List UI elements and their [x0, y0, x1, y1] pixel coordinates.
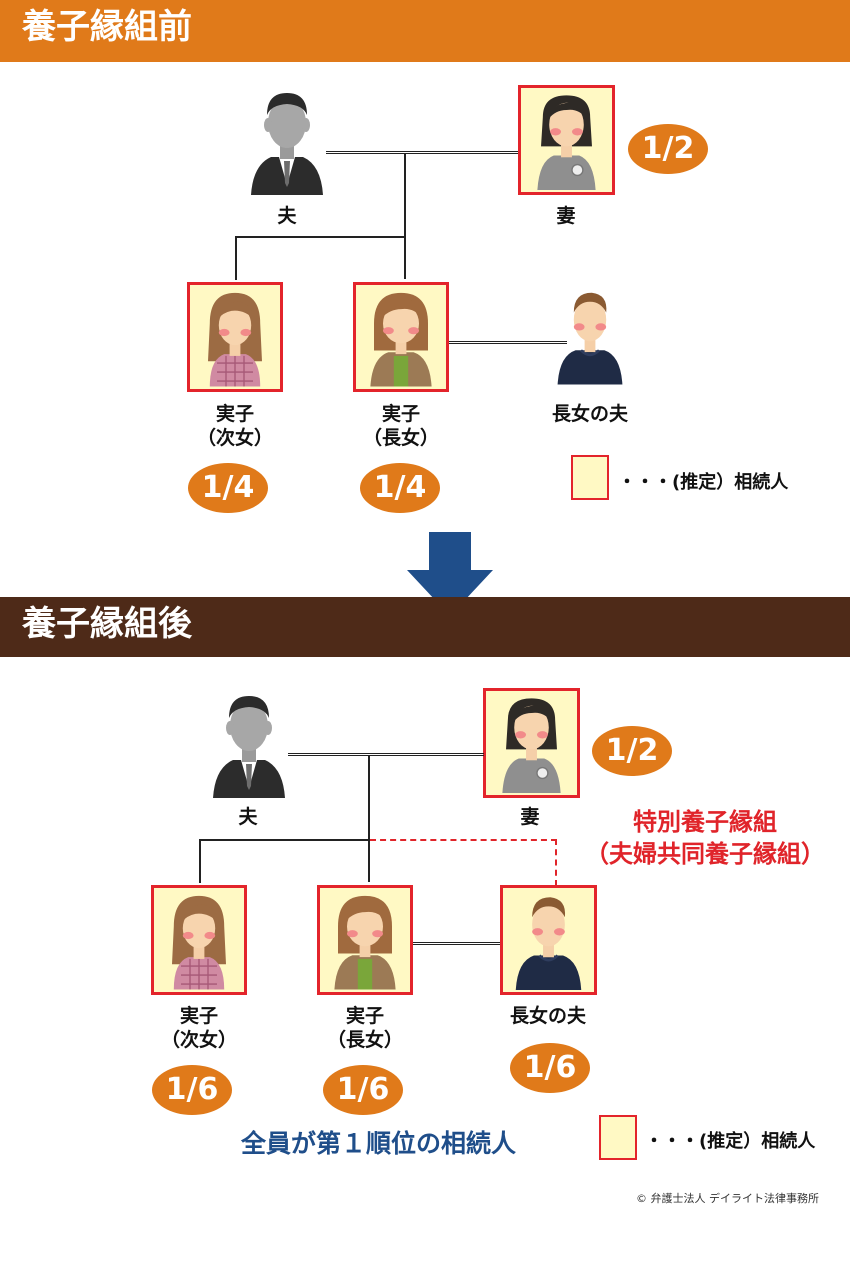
before-wife-label: 妻: [556, 205, 576, 227]
special-adoption-line1: 特別養子縁組: [633, 808, 777, 836]
before-eldest-daughter-portrait: [353, 282, 449, 392]
before-eldest-daughter-label-line1: 実子: [381, 403, 420, 425]
after-husband-label: 夫: [238, 806, 258, 828]
after-eldest-daughter-label-line1: 実子: [345, 1005, 384, 1027]
after-branch-line: [199, 839, 370, 841]
special-adoption-line2: （夫婦共同養子縁組）: [585, 840, 825, 869]
after-title-banner: 養子縁組後: [0, 597, 850, 657]
after-husband-figure: [199, 688, 299, 798]
before-wife-portrait: [518, 85, 615, 195]
after-son-in-law-label: 長女の夫: [509, 1005, 586, 1027]
after-adoption-dashed-drop: [555, 839, 557, 886]
before-marriage-line: [326, 151, 518, 154]
after-summary: 全員が第１順位の相続人: [241, 1129, 517, 1158]
before-second-daughter-label: 実子 （次女）: [185, 403, 285, 451]
before-second-daughter-portrait: [187, 282, 283, 392]
before-second-daughter-line: [235, 236, 237, 280]
after-son-in-law-share: 1/6: [510, 1043, 590, 1093]
after-wife-label: 妻: [520, 806, 540, 828]
after-son-in-law-portrait: [500, 885, 597, 995]
copyright-text: © 弁護士法人 デイライト法律事務所: [636, 1192, 819, 1205]
after-legend-text: ・・・(推定）相続人: [645, 1131, 816, 1152]
after-eldest-daughter-label-line2: （長女）: [326, 1028, 403, 1051]
after-title: 養子縁組後: [22, 604, 192, 644]
before-son-in-law-figure: [545, 283, 635, 393]
after-wife-portrait: [483, 688, 580, 798]
after-adoption-dashed-line: [370, 839, 557, 841]
after-second-daughter-label: 実子 （次女）: [149, 1005, 249, 1053]
before-wife-share: 1/2: [628, 124, 708, 174]
before-legend-swatch: [571, 455, 609, 500]
before-second-daughter-share: 1/4: [188, 463, 268, 513]
after-eldest-marriage-line: [413, 942, 503, 945]
before-title: 養子縁組前: [22, 7, 192, 47]
before-legend-text: ・・・(推定）相続人: [618, 472, 789, 493]
special-adoption-note: 特別養子縁組 （夫婦共同養子縁組）: [570, 806, 840, 871]
after-wife-share: 1/2: [592, 726, 672, 776]
before-eldest-daughter-label-line2: （長女）: [362, 426, 439, 449]
before-eldest-daughter-share: 1/4: [360, 463, 440, 513]
after-second-daughter-line: [199, 839, 201, 883]
after-second-daughter-portrait: [151, 885, 247, 995]
after-second-daughter-label-line1: 実子: [179, 1005, 218, 1027]
after-second-daughter-share: 1/6: [152, 1065, 232, 1115]
before-second-daughter-label-line1: 実子: [215, 403, 254, 425]
before-husband-figure: [237, 85, 337, 195]
before-son-in-law-label: 長女の夫: [551, 403, 628, 425]
after-marriage-line: [288, 753, 484, 756]
before-second-daughter-label-line2: （次女）: [196, 426, 273, 449]
down-arrow-icon: [407, 532, 493, 616]
after-eldest-daughter-portrait: [317, 885, 413, 995]
after-children-line: [368, 755, 370, 882]
after-eldest-daughter-label: 実子 （長女）: [315, 1005, 415, 1053]
before-branch-line: [235, 236, 406, 238]
after-eldest-daughter-share: 1/6: [323, 1065, 403, 1115]
before-title-banner: 養子縁組前: [0, 0, 850, 62]
before-eldest-daughter-label: 実子 （長女）: [351, 403, 451, 451]
before-children-line: [404, 153, 406, 279]
after-legend-swatch: [599, 1115, 637, 1160]
after-second-daughter-label-line2: （次女）: [160, 1028, 237, 1051]
before-eldest-marriage-line: [449, 341, 567, 344]
before-husband-label: 夫: [277, 205, 297, 227]
